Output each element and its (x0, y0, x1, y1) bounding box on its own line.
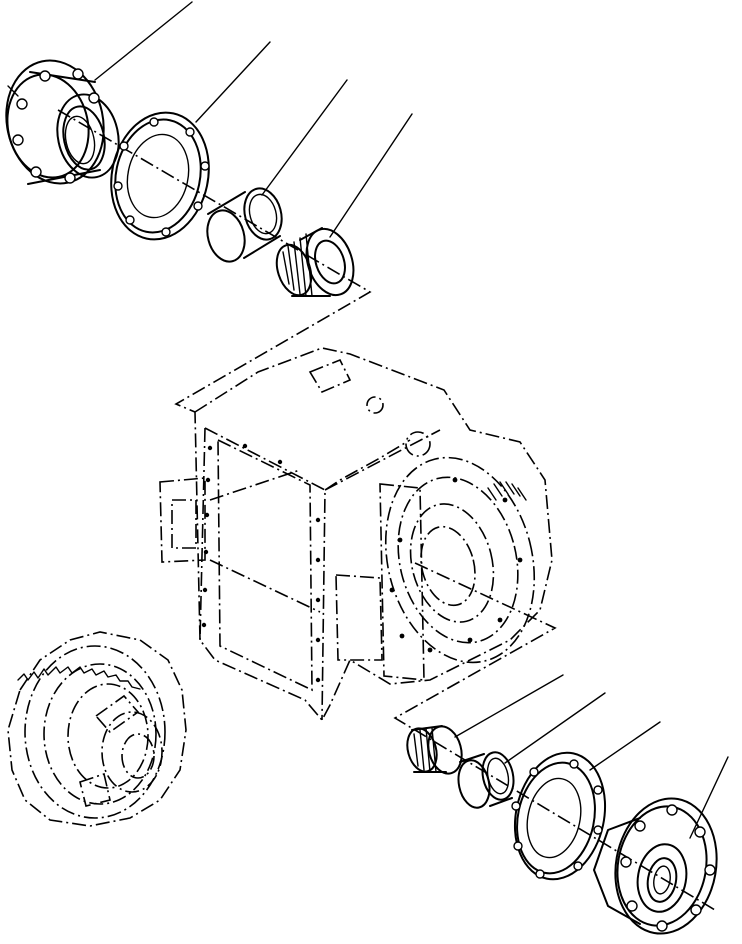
lower-bearing-cone (406, 725, 463, 775)
leader-line-lower-cone (454, 674, 564, 738)
leader-lines (7, 1, 729, 839)
leader-line-upper-shim (195, 41, 271, 123)
leader-stub-left (7, 85, 19, 97)
upper-bearing-cup (206, 187, 283, 263)
bevel-ring-gear (7, 631, 187, 827)
upper-assembly-axis (57, 109, 372, 413)
differential-housing (159, 347, 553, 722)
upper-bearing-cage (5, 59, 120, 185)
lower-assembly-axis (393, 562, 716, 911)
lower-bearing-cage (593, 797, 718, 935)
upper-bearing-cone (275, 227, 355, 297)
leader-line-lower-shim (589, 721, 661, 771)
leader-line-lower-cup (504, 692, 606, 764)
upper-shim (110, 111, 210, 241)
leader-line-upper-cage (94, 1, 193, 81)
leader-line-upper-cone (329, 113, 413, 238)
lower-shim (511, 751, 607, 881)
assembly-axes (57, 109, 716, 911)
lower-bearing-cup (457, 751, 515, 809)
leader-line-upper-cup (261, 79, 348, 196)
